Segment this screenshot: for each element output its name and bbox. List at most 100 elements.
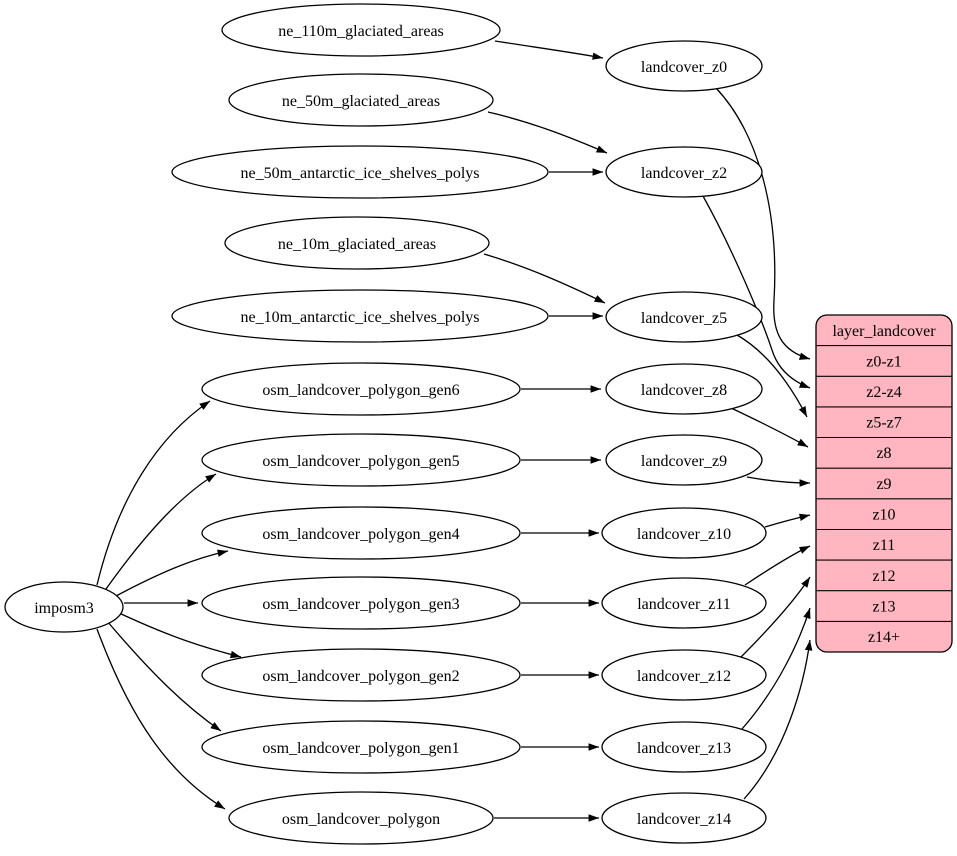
node-ellipse (605, 40, 763, 92)
table-row-z9: z9 (876, 476, 891, 493)
node-label: osm_landcover_polygon_gen6 (262, 382, 459, 399)
node-osm_landcover_polygon: osm_landcover_polygon (228, 791, 494, 845)
node-ellipse (228, 73, 494, 127)
node-landcover_z14: landcover_z14 (601, 792, 767, 844)
node-label: osm_landcover_polygon_gen3 (262, 596, 459, 613)
node-ne_10m_glaciated_areas: ne_10m_glaciated_areas (224, 216, 490, 270)
node-ellipse (201, 506, 521, 560)
node-ellipse (605, 146, 763, 198)
node-landcover_z11: landcover_z11 (601, 577, 767, 629)
node-ellipse (224, 216, 490, 270)
node-label: landcover_z12 (637, 668, 731, 685)
table-title: layer_landcover (832, 323, 936, 340)
node-ellipse (4, 581, 124, 633)
node-ellipse (221, 3, 501, 57)
node-label: imposm3 (34, 600, 94, 617)
node-imposm3: imposm3 (4, 581, 124, 633)
node-label: ne_10m_glaciated_areas (278, 236, 436, 253)
table-background (815, 314, 953, 653)
node-label: landcover_z10 (637, 526, 731, 543)
node-osm_landcover_polygon_gen3: osm_landcover_polygon_gen3 (201, 576, 521, 630)
edge-landcover_z12-row-z12 (738, 576, 811, 660)
edge-landcover_z11-row-z11 (744, 545, 811, 586)
node-ellipse (201, 362, 521, 416)
edge-ne_110m_glaciated_areas-landcover_z0 (494, 40, 604, 60)
node-label: osm_landcover_polygon_gen4 (262, 526, 459, 543)
node-label: ne_110m_glaciated_areas (278, 23, 444, 40)
node-ellipse (171, 289, 549, 343)
node-label: landcover_z2 (641, 165, 727, 182)
node-osm_landcover_polygon_gen1: osm_landcover_polygon_gen1 (201, 720, 521, 774)
node-ellipse (171, 145, 549, 199)
node-label: osm_landcover_polygon_gen5 (262, 453, 459, 470)
node-ellipse (601, 792, 767, 844)
node-label: landcover_z11 (637, 596, 731, 613)
node-landcover_z13: landcover_z13 (601, 721, 767, 773)
table-row-z0-z1: z0-z1 (866, 354, 902, 371)
node-landcover_z9: landcover_z9 (605, 434, 763, 486)
node-label: osm_landcover_polygon_gen2 (262, 668, 459, 685)
node-ellipse (201, 433, 521, 487)
node-ellipse (605, 291, 763, 343)
node-ellipse (201, 648, 521, 702)
node-label: landcover_z14 (637, 811, 731, 828)
node-label: landcover_z0 (641, 59, 727, 76)
node-ellipse (601, 649, 767, 701)
node-landcover_z8: landcover_z8 (605, 363, 763, 415)
edge-imposm3-osm_landcover_polygon_gen5 (105, 473, 217, 590)
edge-imposm3-osm_landcover_polygon_gen6 (96, 400, 211, 586)
edge-landcover_z13-row-z13 (741, 607, 811, 730)
node-label: osm_landcover_polygon (282, 811, 440, 828)
node-label: landcover_z8 (641, 382, 727, 399)
node-label: landcover_z13 (637, 740, 731, 757)
node-landcover_z5: landcover_z5 (605, 291, 763, 343)
node-ellipse (201, 576, 521, 630)
node-landcover_z2: landcover_z2 (605, 146, 763, 198)
node-ellipse (601, 577, 767, 629)
node-ellipse (601, 507, 767, 559)
node-osm_landcover_polygon_gen6: osm_landcover_polygon_gen6 (201, 362, 521, 416)
edge-imposm3-osm_landcover_polygon_gen1 (106, 620, 222, 732)
table-row-z10: z10 (872, 507, 895, 524)
node-ellipse (605, 434, 763, 486)
node-label: ne_50m_antarctic_ice_shelves_polys (240, 165, 479, 182)
edge-landcover_z10-row-z10 (764, 513, 811, 528)
table-row-z13: z13 (872, 599, 895, 616)
node-landcover_z10: landcover_z10 (601, 507, 767, 559)
node-label: ne_10m_antarctic_ice_shelves_polys (240, 309, 479, 326)
table-row-z14plus: z14+ (868, 629, 900, 646)
node-ellipse (601, 721, 767, 773)
edge-landcover_z2-row-z2-z4 (702, 195, 811, 389)
node-label: osm_landcover_polygon_gen1 (262, 740, 459, 757)
node-osm_landcover_polygon_gen4: osm_landcover_polygon_gen4 (201, 506, 521, 560)
node-ellipse (605, 363, 763, 415)
edge-landcover_z5-row-z5-z7 (736, 334, 808, 418)
edges (96, 40, 813, 822)
node-label: landcover_z5 (641, 310, 727, 327)
node-ne_50m_glaciated_areas: ne_50m_glaciated_areas (228, 73, 494, 127)
edge-landcover_z8-row-z8 (730, 407, 809, 448)
table-row-z2-z4: z2-z4 (866, 384, 902, 401)
edge-ne_10m_glaciated_areas-landcover_z5 (483, 253, 606, 304)
node-landcover_z0: landcover_z0 (605, 40, 763, 92)
table-row-z5-z7: z5-z7 (866, 415, 902, 432)
table-layer_landcover: layer_landcover z0-z1 z2-z4 z5-z7 z8 z9 … (815, 314, 953, 653)
table-row-z8: z8 (876, 445, 891, 462)
node-ne_110m_glaciated_areas: ne_110m_glaciated_areas (221, 3, 501, 57)
edge-landcover_z0-row-z0-z1 (715, 87, 811, 360)
node-ne_10m_antarctic_ice_shelves_polys: ne_10m_antarctic_ice_shelves_polys (171, 289, 549, 343)
node-landcover_z12: landcover_z12 (601, 649, 767, 701)
table-row-z11: z11 (873, 537, 896, 554)
node-osm_landcover_polygon_gen2: osm_landcover_polygon_gen2 (201, 648, 521, 702)
edge-imposm3-osm_landcover_polygon_gen2 (116, 611, 242, 659)
edge-ne_50m_glaciated_areas-landcover_z2 (487, 111, 608, 154)
table-row-z12: z12 (872, 568, 895, 585)
edge-imposm3-osm_landcover_polygon_gen4 (115, 549, 229, 597)
node-ellipse (228, 791, 494, 845)
node-ellipse (201, 720, 521, 774)
node-label: landcover_z9 (641, 453, 727, 470)
node-ne_50m_antarctic_ice_shelves_polys: ne_50m_antarctic_ice_shelves_polys (171, 145, 549, 199)
edge-landcover_z14-row-z14plus (743, 639, 813, 800)
